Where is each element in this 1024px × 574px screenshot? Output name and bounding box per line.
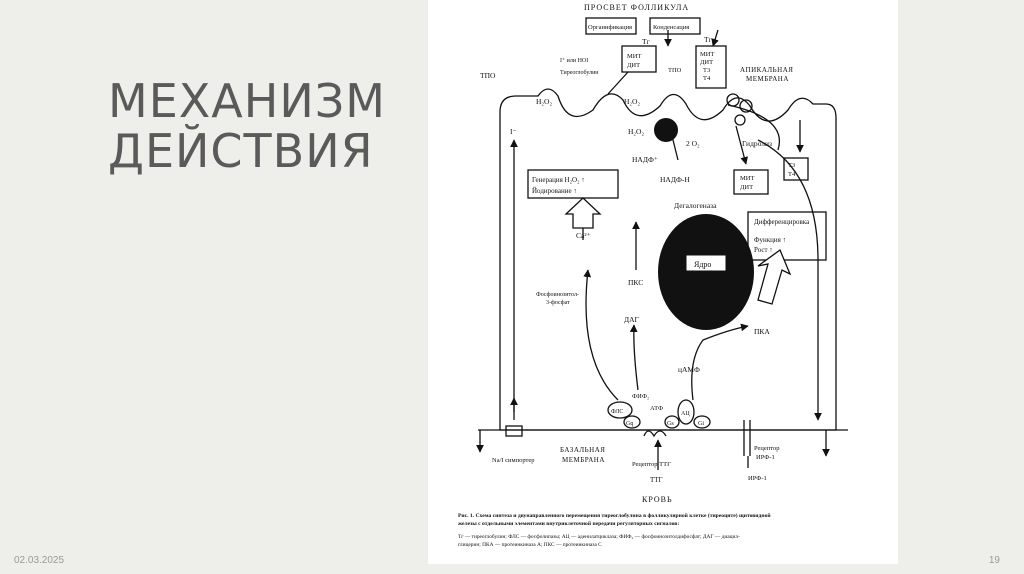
iodine-label: I⁺ или HOI [560, 57, 588, 64]
blood-label: КРОВЬ [642, 495, 673, 504]
title-line-1: МЕХАНИЗМ [108, 74, 386, 128]
thyrocyte-diagram: ПРОСВЕТ ФОЛЛИКУЛА Органификация Конденса… [428, 0, 898, 564]
differentiation-box [747, 211, 827, 261]
igf-receptor-label-2: ИРФ-1 [756, 454, 775, 461]
apical-label-2: МЕМБРАНА [746, 75, 789, 83]
mit-dit-box-inner [733, 169, 769, 195]
basal-label-1: БАЗАЛЬНАЯ [560, 446, 605, 454]
mit-box-label: МИТ [740, 175, 754, 182]
atp-label: АТФ [650, 405, 663, 412]
h2o2-label-c: H₂O₂ [628, 127, 644, 136]
o2-label: 2 O₂ [686, 139, 700, 148]
dit-label-b: ДИТ [700, 59, 713, 66]
tpo-left-label: ТПО [480, 71, 496, 80]
function-label: Функция ↑ [754, 236, 786, 244]
tsh-receptor-label: Рецептор ТТГ [632, 461, 671, 468]
condensation-label: Конденсация [653, 24, 689, 31]
nai-symporter-label: Na/I симпортер [492, 457, 535, 464]
nucleus-shape [658, 214, 754, 330]
hollow-arrow-diag [757, 248, 792, 305]
condensation-box [649, 17, 701, 35]
growth-label: Рост ↑ [754, 246, 773, 254]
tg-label-2: Тг [704, 35, 712, 44]
igf-receptor-label-1: Рецептор [754, 445, 780, 452]
gi-label: Gi [698, 421, 704, 427]
igf-label: ИРФ-1 [748, 475, 767, 482]
caption-line-1: Рис. 1. Схема синтеза и двунаправленного… [458, 512, 771, 519]
nadph-oxidase-icon [654, 118, 678, 142]
pip3-label-2: 3-фосфат [546, 299, 570, 306]
mit-label-a: МИТ [627, 53, 641, 60]
generation-box [527, 169, 619, 199]
organification-label: Органификация [588, 24, 632, 31]
deiodinase-label: Дегалогеназа [674, 201, 717, 210]
mit-dit-box-a [621, 45, 657, 73]
camp-label: цАМФ [678, 365, 700, 374]
basal-label-2: МЕМБРАНА [562, 456, 605, 464]
thyroglobulin-label: Тиреоглобулин [560, 69, 599, 76]
iodination-label: Йодирование ↑ [532, 187, 577, 195]
pip3-label-1: Фосфоинозитол- [536, 291, 579, 298]
tg-label-1: Тг [642, 37, 650, 46]
tpo-mid-label: ТПО [668, 67, 682, 74]
caption-line-2: железы с отдельными элементами внутрикле… [458, 520, 679, 527]
t4-top-label: Т4 [703, 75, 711, 82]
ac-label: АЦ [681, 411, 690, 417]
apical-label-1: АПИКАЛЬНАЯ [740, 66, 793, 74]
diagram-svg: ПРОСВЕТ ФОЛЛИКУЛА Органификация Конденса… [458, 3, 848, 548]
organification-box [585, 17, 637, 35]
tsh-label: ТТГ [650, 476, 663, 484]
nadp-label: НАДФ⁺ [632, 155, 658, 164]
gq-label: Gq [626, 421, 633, 427]
differentiation-label: Дифференцировка [754, 218, 810, 226]
title-line-2: ДЕЙСТВИЯ [108, 124, 374, 178]
legend-line-2: глицерин; ПКА — протеинкиназа А; ПКС — п… [458, 542, 602, 548]
h2o2-label-a: H₂O₂ [536, 97, 552, 106]
nucleus-label: Ядро [694, 260, 711, 269]
hydrolysis-label: Гидролиз [742, 139, 772, 148]
cell-membrane [499, 88, 837, 431]
mit-dit-t3t4-box [695, 45, 727, 89]
lumen-label: ПРОСВЕТ ФОЛЛИКУЛА [584, 3, 689, 12]
pls-label: ФЛС [611, 409, 623, 415]
calcium-label: Ca²⁺ [576, 231, 591, 240]
pka-label: ПКА [754, 327, 770, 336]
mit-label-b: МИТ [700, 51, 714, 58]
pkc-label: ПКС [628, 278, 643, 287]
slide-date: 02.03.2025 [14, 555, 65, 566]
t3t4-box [783, 157, 809, 181]
iodide-label: I⁻ [510, 127, 516, 136]
slide-page-number: 19 [988, 555, 1000, 566]
dit-label-a: ДИТ [627, 62, 640, 69]
hollow-arrow-up [564, 197, 602, 229]
legend-line-1: Тг — тиреоглобулин; ФЛС — фосфолипазы; А… [458, 533, 740, 540]
h2o2-label-b: H₂O₂ [624, 97, 640, 106]
dit-box-label: ДИТ [740, 184, 753, 191]
gs-label: Gs [667, 421, 674, 427]
nadph-label: НАДФ-Н [660, 175, 690, 184]
t3-top-label: Т3 [703, 67, 710, 74]
t3-box-label: Т3 [788, 162, 795, 169]
t4-box-label: Т4 [788, 171, 796, 178]
dag-label: ДАГ [624, 315, 640, 324]
pip2-label: ФИФ₂ [632, 393, 649, 400]
slide-title: МЕХАНИЗМ ДЕЙСТВИЯ [108, 76, 408, 176]
gen-h2o2-label: Генерация H₂O₂ ↑ [532, 176, 585, 184]
